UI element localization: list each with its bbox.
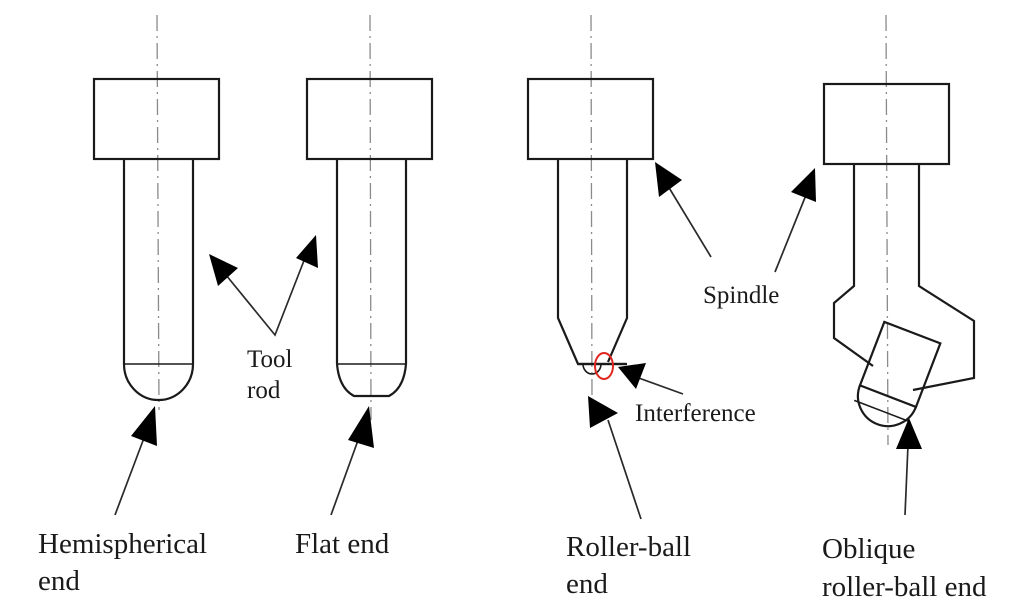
hemispherical-label-line2: end	[38, 565, 80, 597]
holder-right-outline	[912, 164, 976, 392]
oblique-label-line1: Oblique	[822, 533, 915, 565]
center-axis	[156, 14, 160, 411]
tool-rod-pointer: Tool rod	[209, 235, 318, 404]
flat-leader	[330, 431, 362, 516]
tool-flat	[305, 14, 434, 421]
interference-highlight	[594, 352, 614, 380]
oblique-ball-tip	[856, 384, 917, 428]
interference-label: Interference	[635, 400, 756, 427]
tool-oblique-roller-ball	[822, 14, 976, 446]
arrowhead-icon	[296, 235, 318, 268]
tool-hemispherical	[92, 14, 221, 411]
arrowhead-icon	[655, 162, 682, 197]
hemispherical-tip	[122, 363, 195, 402]
tool-rod-label-line1: Tool	[247, 346, 293, 373]
holder-left-outline	[832, 164, 874, 367]
spindle-pointer: Spindle	[655, 162, 816, 309]
arrowhead-icon	[588, 396, 618, 428]
oblique-label-line2: roller-ball end	[822, 571, 987, 603]
tool-rod	[335, 159, 408, 364]
end-type-pointers	[114, 396, 922, 520]
arrowhead-icon	[348, 406, 374, 448]
end-type-labels: Hemispherical end Flat end Roller-ball e…	[38, 528, 987, 603]
tapered-rod	[556, 159, 629, 366]
hemispherical-leader	[114, 429, 148, 516]
roller-ball-leader	[607, 419, 642, 520]
arrowhead-icon	[618, 363, 646, 389]
tool-rod	[122, 159, 195, 364]
spindle-block	[305, 77, 434, 161]
arrowhead-icon	[791, 168, 816, 202]
arrowhead-icon	[131, 406, 157, 446]
spindle-block	[822, 82, 951, 166]
oblique-leader	[904, 444, 909, 516]
oblique-tool-rod	[853, 320, 942, 428]
interference-pointer: Interference	[618, 363, 756, 427]
roller-ball-label-line2: end	[566, 568, 608, 600]
center-axis	[369, 14, 372, 421]
interference-leader	[635, 376, 684, 395]
flat-label: Flat end	[295, 528, 390, 560]
roller-ball-label-line1: Roller-ball	[566, 531, 691, 563]
tool-rod-leader	[225, 257, 306, 337]
roller-ball	[582, 363, 602, 375]
center-axis	[885, 14, 889, 446]
center-axis	[590, 14, 593, 401]
hemispherical-label-line1: Hemispherical	[38, 528, 207, 560]
tool-rod-label-line2: rod	[247, 377, 281, 404]
arrowhead-icon	[209, 254, 238, 286]
arrowhead-icon	[896, 418, 922, 449]
spindle-leader-right	[774, 194, 807, 273]
spindle-block	[526, 77, 655, 161]
tool-roller-ball	[526, 14, 655, 401]
spindle-leader-left	[667, 185, 712, 258]
oblique-ball-line	[853, 399, 911, 423]
spindle-block	[92, 77, 221, 161]
spindle-label: Spindle	[703, 282, 779, 309]
flat-tip	[335, 363, 408, 398]
